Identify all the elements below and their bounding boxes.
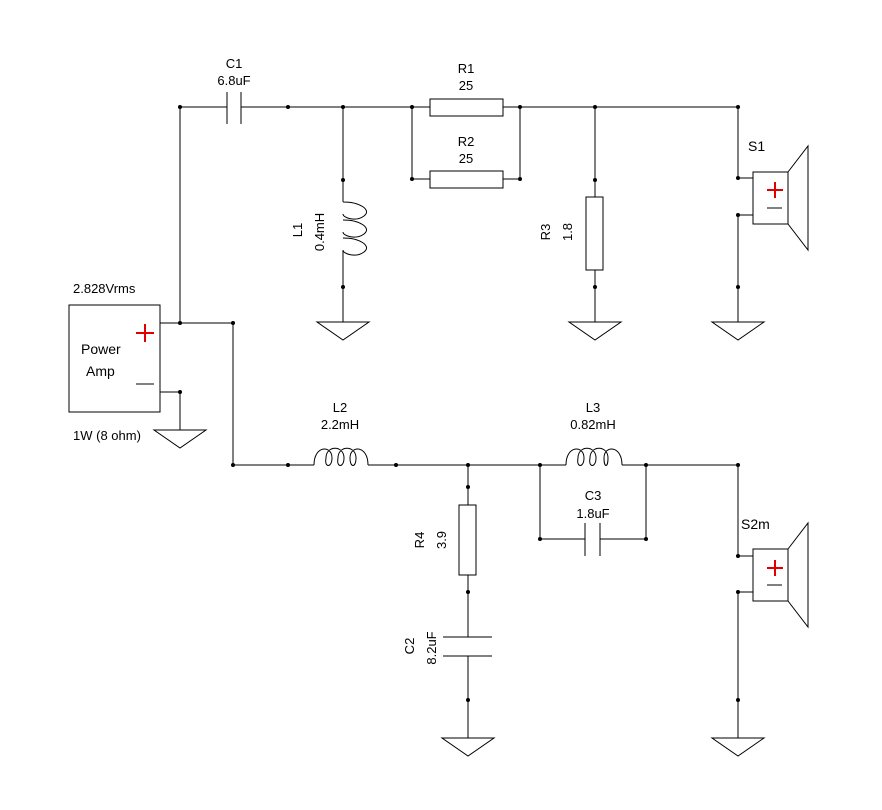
resistor-r4: R4 3.9 <box>412 504 477 576</box>
r4-name: R4 <box>412 532 427 549</box>
power-amp-icon <box>68 304 161 413</box>
inductor-icon <box>313 447 369 466</box>
ground-icon <box>315 321 371 341</box>
s2-name: S2m <box>741 516 770 532</box>
resistor-r1: R1 25 <box>429 61 504 117</box>
c2-value: 8.2uF <box>424 631 439 664</box>
l3-name: L3 <box>586 400 600 415</box>
inductor-l2: L2 2.2mH <box>313 400 369 466</box>
ground-icon <box>152 429 208 449</box>
r3-name: R3 <box>538 224 553 241</box>
ground-icon <box>710 737 766 757</box>
r2-value: 25 <box>459 151 473 166</box>
resistor-r2: R2 25 <box>429 134 504 189</box>
c1-name: C1 <box>226 56 243 71</box>
inductor-l3: L3 0.82mH <box>565 400 623 466</box>
l1-value: 0.4mH <box>312 213 327 251</box>
resistor-r3: R3 1.8 <box>538 196 604 271</box>
resistor-icon <box>429 98 504 117</box>
l2-value: 2.2mH <box>321 417 359 432</box>
c3-name: C3 <box>585 488 602 503</box>
l3-value: 0.82mH <box>570 417 616 432</box>
resistor-icon <box>458 504 477 576</box>
speaker-icon <box>752 144 809 252</box>
resistor-icon <box>429 170 504 189</box>
c3-value: 1.8uF <box>576 506 609 521</box>
power-amp: Power Amp 2.828Vrms 1W (8 ohm) <box>68 281 161 443</box>
resistor-icon <box>585 196 604 271</box>
junction-dots <box>178 105 740 702</box>
amp-voltage: 2.828Vrms <box>73 281 136 296</box>
speaker-s1: S1 <box>748 138 809 252</box>
speaker-s2m: S2m <box>741 516 809 629</box>
inductor-icon <box>565 447 623 466</box>
amp-label-line1: Power <box>81 341 121 357</box>
capacitor-icon <box>443 636 492 657</box>
ground-icon <box>710 321 766 341</box>
speaker-icon <box>752 521 809 629</box>
capacitor-icon <box>226 92 242 124</box>
amp-power: 1W (8 ohm) <box>73 428 141 443</box>
amp-label-line2: Amp <box>86 363 115 379</box>
c2-name: C2 <box>402 638 417 655</box>
capacitor-c3: C3 1.8uF <box>576 488 610 556</box>
s1-name: S1 <box>748 138 765 154</box>
r2-name: R2 <box>458 134 475 149</box>
r1-value: 25 <box>459 78 473 93</box>
capacitor-c1: C1 6.8uF <box>217 56 251 124</box>
ground-icon <box>567 321 623 341</box>
l1-name: L1 <box>290 223 305 237</box>
r3-value: 1.8 <box>560 223 575 241</box>
r4-value: 3.9 <box>434 531 449 549</box>
r1-name: R1 <box>458 61 475 76</box>
inductor-l1: L1 0.4mH <box>290 180 367 265</box>
l2-name: L2 <box>333 400 347 415</box>
c1-value: 6.8uF <box>217 73 250 88</box>
capacitor-c2: C2 8.2uF <box>402 631 492 665</box>
ground-icon <box>440 737 496 757</box>
inductor-icon <box>342 180 367 265</box>
grounds <box>152 321 766 757</box>
wires <box>160 106 753 738</box>
capacitor-icon <box>584 523 601 556</box>
